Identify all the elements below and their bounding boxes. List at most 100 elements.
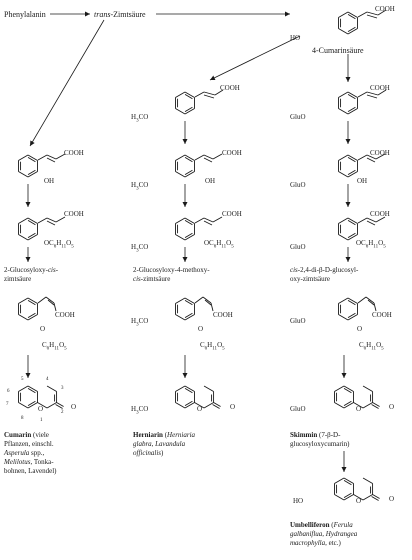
cooh-group: COOH	[372, 311, 392, 319]
ring-bond	[338, 154, 349, 161]
ring-bond	[175, 234, 186, 241]
chain-double-bond	[203, 94, 215, 99]
ring-bond	[347, 108, 358, 115]
lactone-bond	[362, 494, 373, 501]
ring-double-bond	[347, 94, 356, 100]
chain-double-bond	[46, 220, 56, 226]
ring-bond	[347, 171, 358, 178]
oglucose-group: OC6H11O5	[356, 239, 386, 250]
ring-bond	[338, 108, 349, 115]
ring-number: 1	[40, 418, 43, 423]
ring-bond	[347, 314, 358, 321]
source-text: (viele	[32, 431, 49, 439]
cooh-group: COOH	[55, 311, 75, 319]
chain-double-bond	[45, 296, 55, 304]
source-genus: macrophylla	[290, 539, 326, 547]
name-part: zimtsäure	[4, 275, 32, 283]
ring-bond	[27, 217, 38, 224]
source-genus: galbaniflua, Hydrangea	[290, 530, 358, 538]
cooh-group: COOH	[220, 84, 240, 92]
ring-bond	[18, 314, 29, 321]
carbonyl-oxygen: O	[71, 403, 77, 411]
ring-double-bond	[27, 400, 36, 406]
chain-bond	[194, 91, 205, 98]
chain-bond	[357, 217, 368, 224]
lactone-bond	[194, 402, 205, 409]
ring-bond	[18, 171, 29, 178]
ring-bond	[347, 28, 358, 35]
ring-double-bond	[347, 169, 356, 175]
ring-bond	[343, 402, 354, 409]
ring-bond	[338, 28, 349, 35]
chain-bond	[373, 302, 377, 312]
name-part: -zimtsäure	[140, 275, 171, 283]
ring-double-bond	[347, 106, 356, 112]
lactone-bond	[203, 385, 214, 392]
chain-bond	[375, 153, 386, 160]
ring-double-bond	[347, 157, 356, 163]
ring-bond	[338, 297, 349, 304]
ring-double-bond	[184, 312, 193, 318]
ring-double-bond	[184, 169, 193, 175]
name-part: 2-Glucosyloxy-	[4, 266, 48, 274]
ring-bond	[347, 297, 358, 304]
lactone-bond	[353, 494, 364, 501]
oxygen-label: O	[198, 325, 204, 333]
ring-double-bond	[343, 492, 352, 498]
ring-bond	[338, 314, 349, 321]
reaction-arrow	[209, 35, 301, 81]
source-text: spp.,	[31, 449, 45, 457]
ring-double-bond	[347, 26, 356, 32]
oh-group: OH	[205, 177, 216, 185]
trans-cinnamic-acid-label: trans-Zimtsäure	[94, 11, 146, 19]
ring-bond	[347, 154, 358, 161]
name-part: -2,4-di-β-D-glucosyl-	[297, 266, 359, 274]
carbonyl-oxygen: O	[389, 495, 395, 503]
cinnamic-acid-text: -Zimtsäure	[110, 10, 146, 19]
chain-double-bond	[366, 94, 378, 99]
chain-double-bond	[366, 220, 376, 226]
ring-bond	[175, 402, 186, 409]
ring-bond	[184, 385, 195, 392]
ring-bond	[18, 154, 29, 161]
chain-double-bond	[366, 217, 377, 223]
ring-bond	[338, 171, 349, 178]
ring-number: 4	[46, 377, 49, 382]
ring-bond	[18, 402, 29, 409]
source-text: (	[331, 521, 334, 529]
ring-double-bond	[184, 94, 193, 100]
ring-double-bond	[27, 169, 36, 175]
ring-double-bond	[27, 388, 36, 394]
ring-bond	[343, 494, 354, 501]
carbonyl-bond	[55, 404, 63, 409]
ring-bond	[343, 477, 354, 484]
ring-double-bond	[27, 300, 36, 306]
chain-double-bond	[366, 157, 376, 163]
ring-bond	[338, 11, 349, 18]
ring-bond	[27, 314, 38, 321]
source-genus: Asperula	[4, 449, 30, 457]
source-text: (	[164, 431, 168, 439]
lactone-bond	[362, 385, 373, 392]
product-title: Cumarin	[4, 431, 32, 439]
ring-bond	[27, 297, 38, 304]
cooh-group: COOH	[213, 311, 233, 319]
chain-bond	[357, 154, 368, 161]
carbonyl-bond	[371, 404, 379, 409]
gluo-group: GluO	[290, 405, 306, 413]
cooh-group: COOH	[222, 149, 242, 157]
ring-bond	[18, 297, 29, 304]
glucose-group: C6H11O5	[359, 341, 384, 352]
lactone-bond	[362, 402, 373, 409]
ring-double-bond	[347, 300, 356, 306]
cooh-group: COOH	[222, 210, 242, 218]
ring-bond	[175, 171, 186, 178]
ring-double-bond	[184, 220, 193, 226]
carbonyl-bond	[212, 404, 220, 409]
source-text: bohnen, Lavendel)	[4, 467, 57, 475]
chain-double-bond	[365, 296, 375, 304]
gluo-group: GluO	[290, 243, 306, 251]
